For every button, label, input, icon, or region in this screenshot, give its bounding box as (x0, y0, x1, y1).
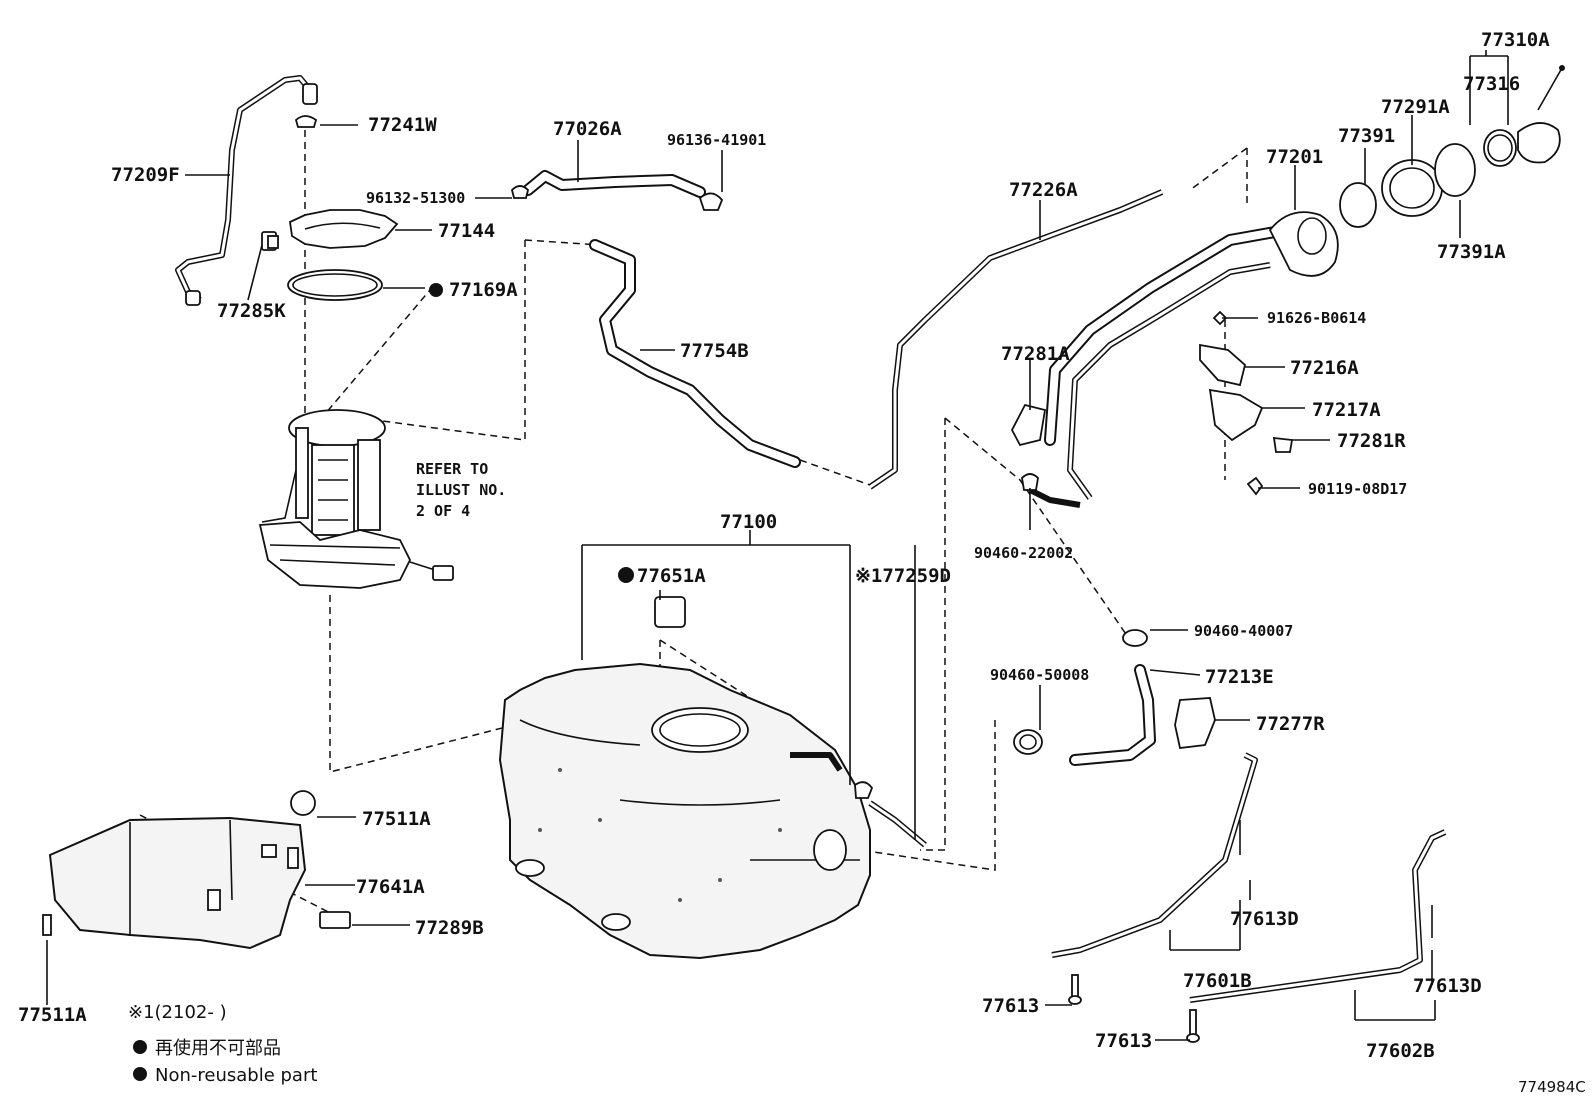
label-77100: 77100 (720, 511, 777, 533)
label-90460-40007: 90460-40007 (1194, 622, 1293, 640)
gasket-77169A (287, 269, 383, 301)
label-77209F: 77209F (111, 164, 180, 186)
label-90460-22002: 90460-22002 (974, 544, 1073, 562)
label-91626-B0614: 91626-B0614 (1267, 309, 1366, 327)
hose-77026A (511, 170, 724, 211)
refer-note-line-3: 2 OF 4 (416, 502, 470, 520)
hose-77754B (589, 239, 801, 468)
label-96132-51300: 96132-51300 (366, 189, 465, 207)
figure-id: 774984C (1518, 1078, 1586, 1096)
legend: ※1(2102- ) 再使用不可部品 Non-reusable part 774… (128, 1002, 1586, 1096)
label-77613-a: 77613 (982, 995, 1039, 1017)
non-reusable-marker-77169A (429, 283, 443, 297)
label-77511A-top: 77511A (362, 808, 431, 830)
label-77602B: 77602B (1366, 1040, 1435, 1062)
label-77285K: 77285K (217, 300, 286, 322)
label-77601B: 77601B (1183, 970, 1252, 992)
label-77201: 77201 (1266, 146, 1323, 168)
label-77281R: 77281R (1337, 430, 1406, 452)
legend-text-en: Non-reusable part (155, 1065, 317, 1086)
label-77613D-b: 77613D (1413, 975, 1482, 997)
label-77281A: 77281A (1001, 343, 1070, 365)
label-77613D-a: 77613D (1230, 908, 1299, 930)
legend-text-jp: 再使用不可部品 (155, 1038, 281, 1059)
retainer-77144 (289, 209, 399, 249)
refer-note-line-2: ILLUST NO. (416, 481, 506, 499)
fuel-cap-assembly (1339, 65, 1565, 228)
label-77213E: 77213E (1205, 666, 1274, 688)
label-77026A: 77026A (553, 118, 622, 140)
label-77310A: 77310A (1481, 29, 1550, 51)
non-reusable-marker-77651A (618, 567, 634, 583)
bracket-parts-right (1010, 310, 1294, 496)
label-77291A: 77291A (1381, 96, 1450, 118)
strap-77602B (1186, 829, 1447, 1043)
label-77144: 77144 (438, 220, 495, 242)
label-77217A: 77217A (1312, 399, 1381, 421)
fuel-pump-assembly (258, 409, 454, 589)
label-77391: 77391 (1338, 125, 1395, 147)
clamp-77285K (261, 231, 279, 251)
hose-77213E (1013, 629, 1216, 766)
heat-shield-77641A (42, 790, 351, 950)
filler-pipe-77201 (1028, 211, 1339, 508)
label-90460-50008: 90460-50008 (990, 666, 1089, 684)
refer-note-line-1: REFER TO (416, 460, 488, 478)
label-77226A: 77226A (1009, 179, 1078, 201)
label-77511A-bottom: 77511A (18, 1004, 87, 1026)
pipe-77226A (868, 189, 1164, 490)
label-96136-41901: 96136-41901 (667, 131, 766, 149)
fuel-tank-77100 (498, 596, 927, 960)
label-77169A: 77169A (449, 279, 518, 301)
label-77316: 77316 (1463, 73, 1520, 95)
label-90119-08D17: 90119-08D17 (1308, 480, 1407, 498)
strap-77601B (1051, 752, 1258, 1005)
label-77259D: ※177259D (855, 565, 951, 587)
label-77277R: 77277R (1256, 713, 1325, 735)
label-77613-b: 77613 (1095, 1030, 1152, 1052)
part-labels: 77310A 77316 77291A 77391 77201 77391A 7… (18, 29, 1550, 1062)
label-77754B: 77754B (680, 340, 749, 362)
label-77216A: 77216A (1290, 357, 1359, 379)
label-77289B: 77289B (415, 917, 484, 939)
label-77641A: 77641A (356, 876, 425, 898)
pipe-77209F (175, 75, 318, 306)
leader-lines (46, 50, 1509, 1041)
label-77241W: 77241W (368, 114, 437, 136)
footnote-date-range: ※1(2102- ) (128, 1002, 227, 1023)
label-77391A: 77391A (1437, 241, 1506, 263)
legend-bullet-en (133, 1067, 147, 1081)
legend-bullet-jp (133, 1040, 147, 1054)
label-77651A: 77651A (637, 565, 706, 587)
clip-77241W (294, 115, 318, 128)
